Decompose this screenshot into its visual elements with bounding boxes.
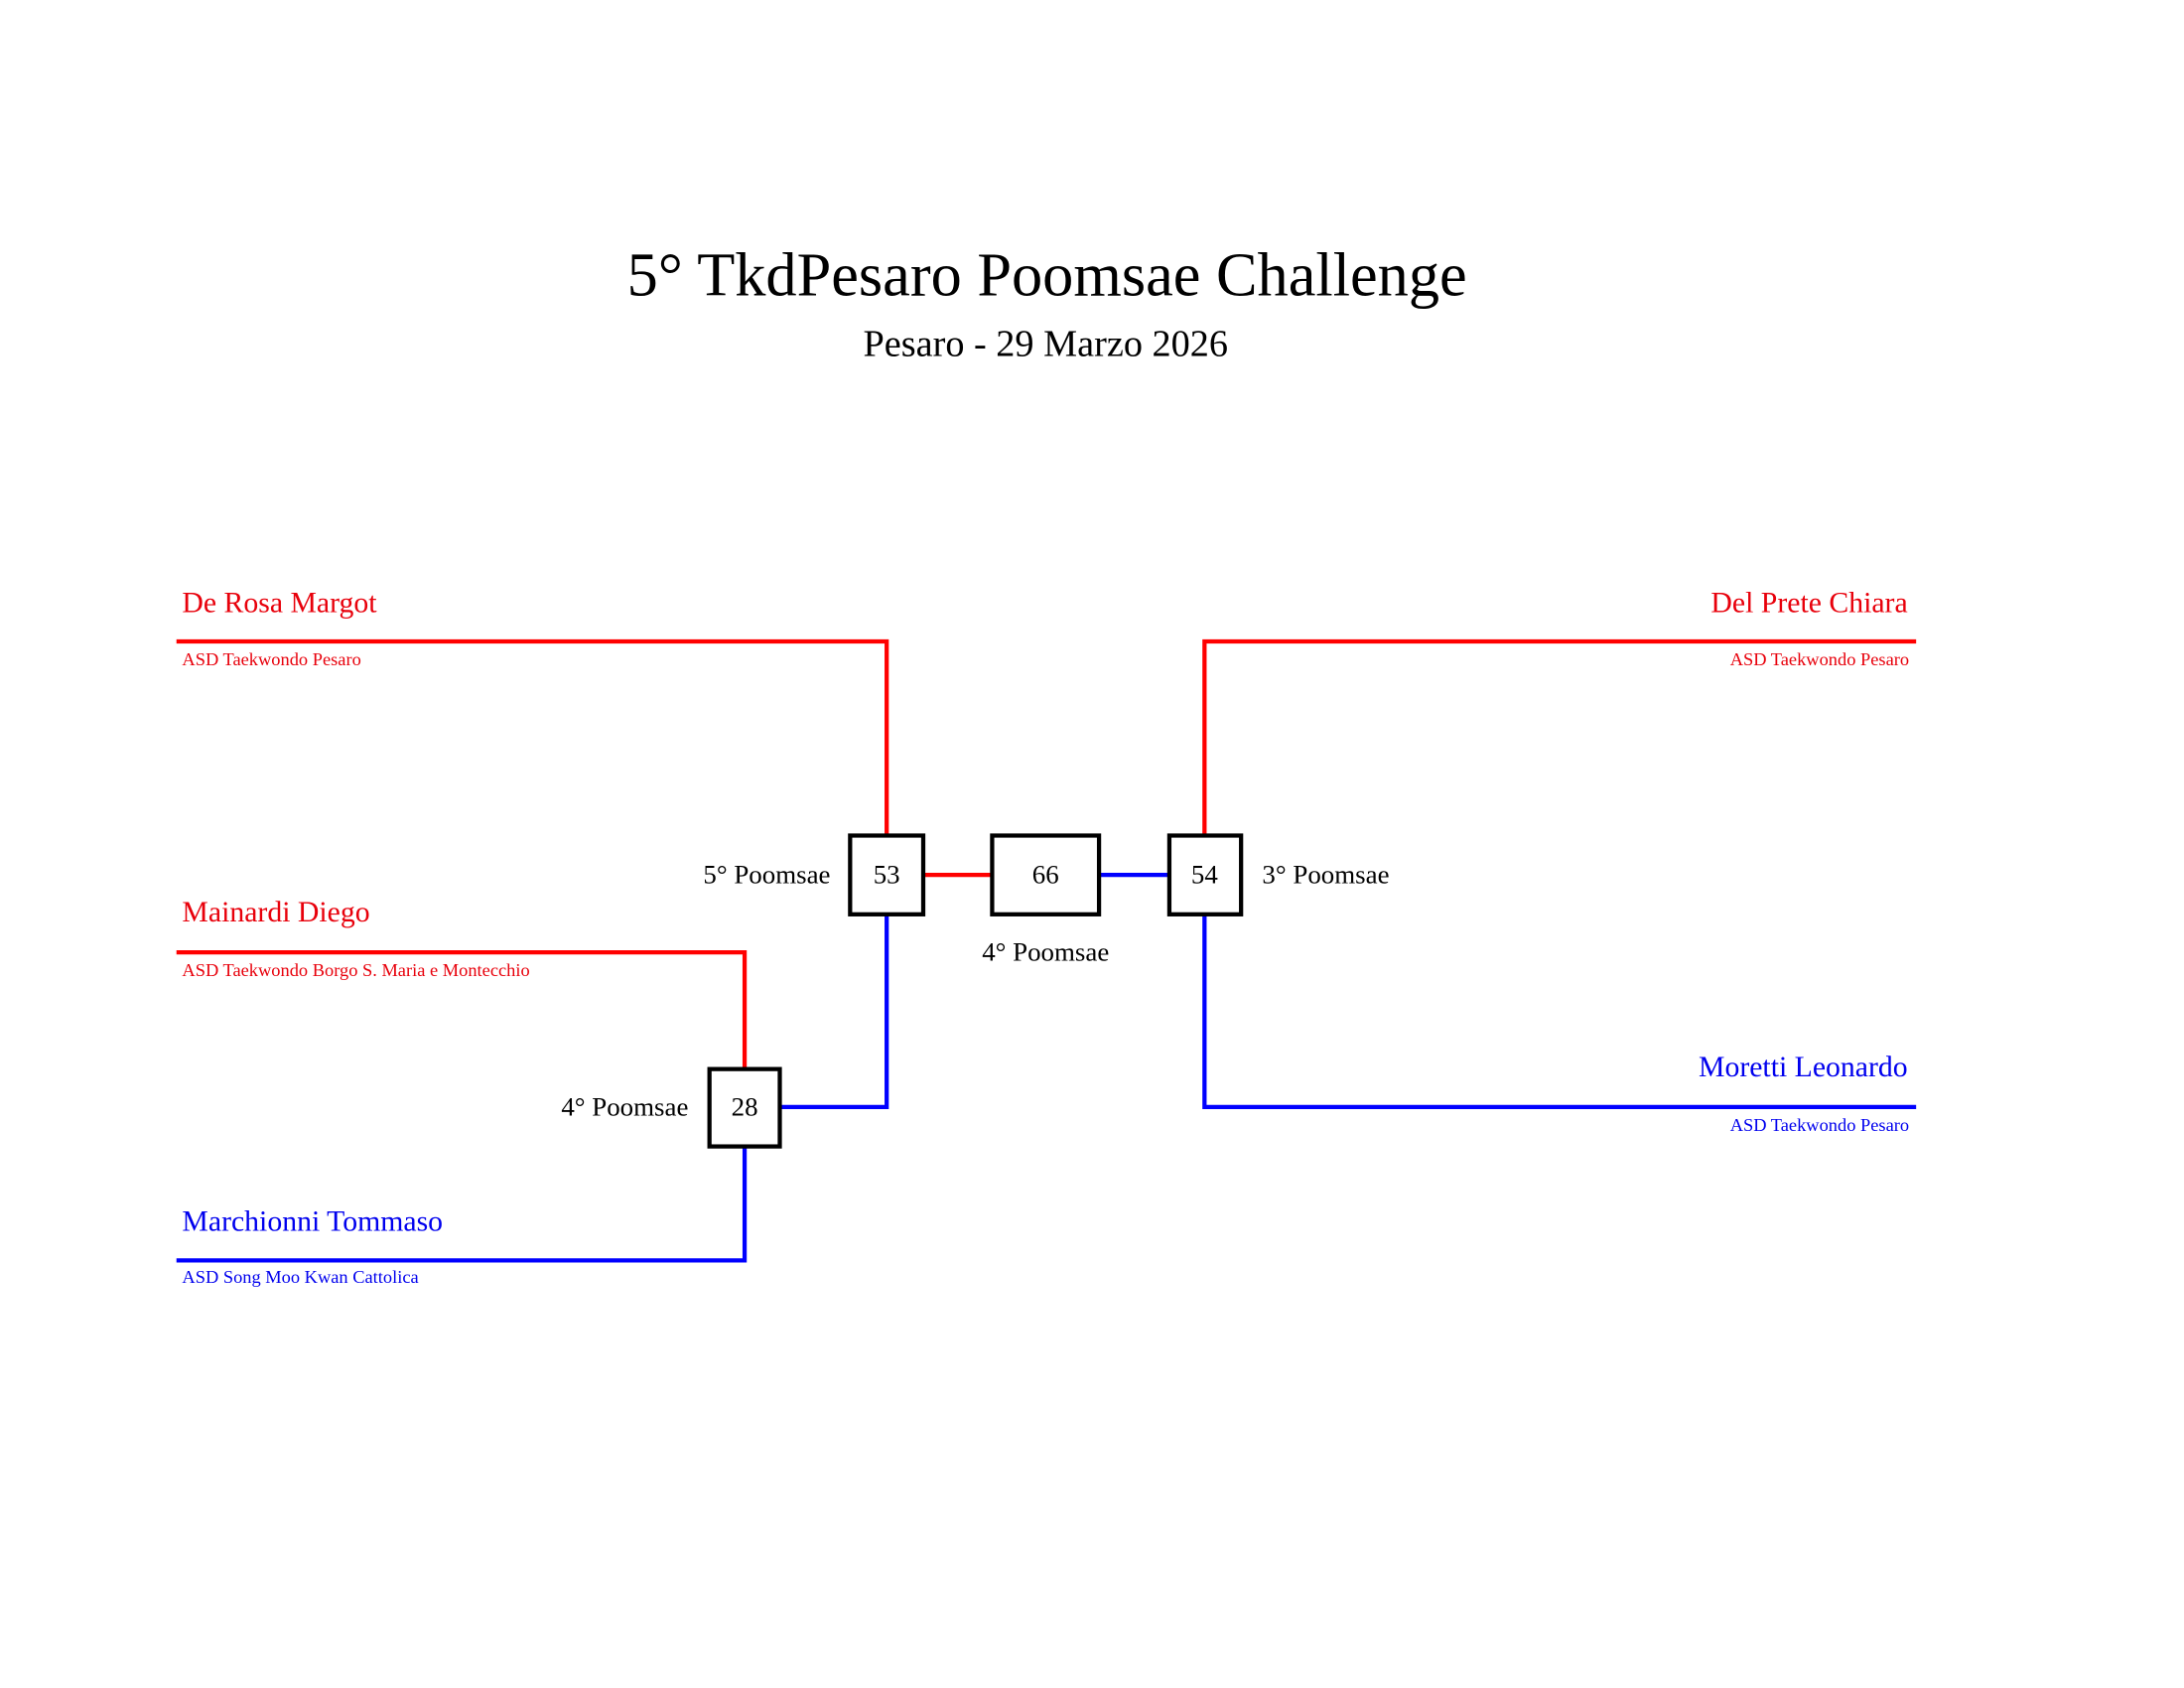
athlete-club: ASD Taekwondo Pesaro bbox=[1730, 1115, 1909, 1135]
athlete-name: Moretti Leonardo bbox=[1699, 1051, 1908, 1083]
bracket-line-28-to-53 bbox=[779, 914, 889, 1110]
bracket-line-moretti bbox=[1202, 914, 1917, 1110]
athlete-club: ASD Song Moo Kwan Cattolica bbox=[182, 1267, 418, 1287]
bracket-line-mainardi bbox=[176, 949, 748, 1069]
match-number: 66 bbox=[1032, 860, 1059, 890]
match-box-28: 28 bbox=[707, 1066, 782, 1149]
athlete-club: ASD Taekwondo Pesaro bbox=[1730, 649, 1909, 669]
match-number: 28 bbox=[732, 1091, 758, 1121]
athlete-club: ASD Taekwondo Pesaro bbox=[182, 649, 360, 669]
match-box-53: 53 bbox=[848, 833, 926, 916]
match-number: 53 bbox=[874, 860, 900, 890]
athlete-name: Marchionni Tommaso bbox=[182, 1205, 443, 1238]
athlete-name: De Rosa Margot bbox=[182, 586, 377, 619]
athlete-club: ASD Taekwondo Borgo S. Maria e Montecchi… bbox=[182, 960, 529, 980]
match-poomsae-label: 5° Poomsae bbox=[703, 860, 830, 890]
bracket-line-de-rosa bbox=[176, 638, 889, 836]
match-poomsae-label: 3° Poomsae bbox=[1262, 860, 1389, 890]
page-subtitle: Pesaro - 29 Marzo 2026 bbox=[863, 323, 1228, 364]
athlete-name: Mainardi Diego bbox=[182, 896, 369, 928]
match-box-66-final: 66 bbox=[990, 833, 1102, 916]
page-title: 5° TkdPesaro Poomsae Challenge bbox=[627, 241, 1467, 310]
match-number: 54 bbox=[1191, 860, 1218, 890]
match-box-54: 54 bbox=[1166, 833, 1244, 916]
bracket-line-del-prete bbox=[1202, 638, 1917, 836]
bracket-line-marchionni bbox=[176, 1146, 748, 1263]
match-poomsae-label: 4° Poomsae bbox=[561, 1091, 688, 1121]
match-poomsae-label: 4° Poomsae bbox=[982, 937, 1109, 967]
athlete-name: Del Prete Chiara bbox=[1710, 586, 1907, 619]
